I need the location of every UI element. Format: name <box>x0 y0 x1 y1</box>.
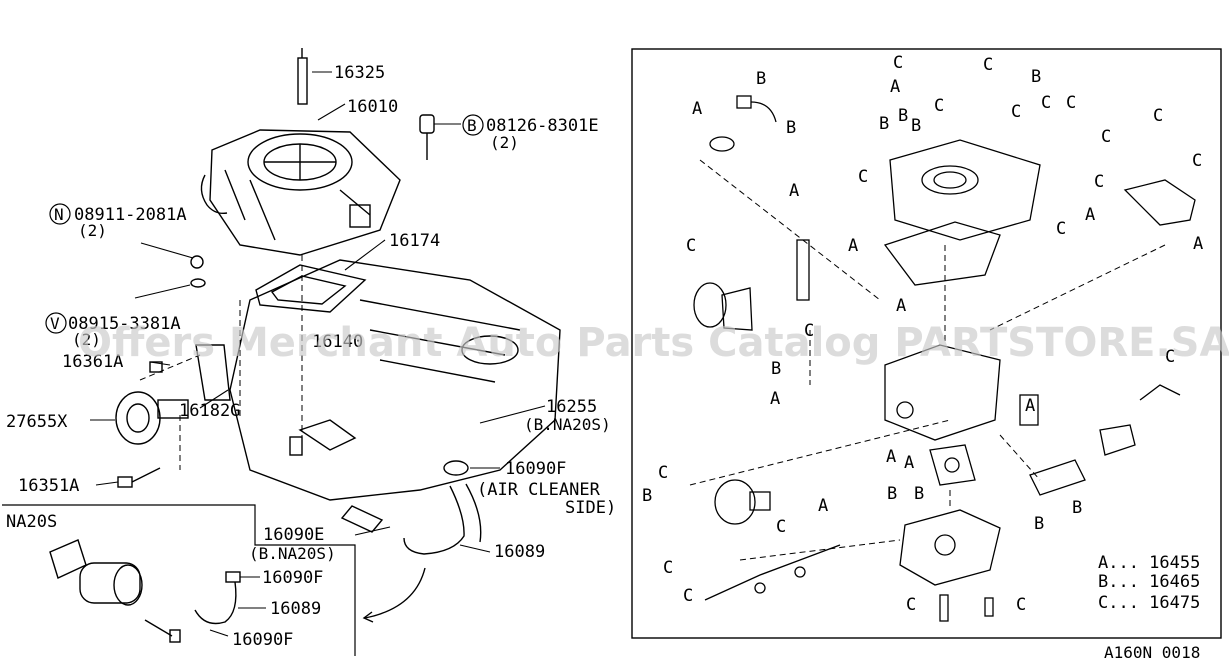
circle-letter-b: B <box>467 116 477 135</box>
callout-a: A <box>1025 396 1035 416</box>
inset-label-na20s: NA20S <box>6 512 57 532</box>
assembly-guide-lines <box>139 255 303 470</box>
callout-c: C <box>1041 93 1051 113</box>
callout-a: A <box>896 296 906 316</box>
callout-c: C <box>776 517 786 537</box>
na20s-inset-frame <box>2 504 356 656</box>
label-air-cleaner-2: SIDE) <box>565 498 616 518</box>
label-16140: 16140 <box>312 332 363 352</box>
callout-b: B <box>1034 514 1044 534</box>
callout-a: A <box>886 447 896 467</box>
callout-c: C <box>934 96 944 116</box>
callout-c: C <box>686 236 696 256</box>
callout-c: C <box>1192 151 1202 171</box>
legend-a: A... 16455 <box>1098 553 1200 573</box>
callout-b: B <box>911 116 921 136</box>
label-16090e: 16090E <box>263 525 324 545</box>
callout-c: C <box>858 167 868 187</box>
callout-a: A <box>890 77 900 97</box>
label-16325: 16325 <box>334 63 385 83</box>
label-air-cleaner-1: (AIR CLEANER <box>477 480 601 500</box>
callout-c: C <box>1066 93 1076 113</box>
label-16090f: 16090F <box>505 459 566 479</box>
label-16182g: 16182G <box>179 401 240 421</box>
inset-label-16090f-a: 16090F <box>262 568 323 588</box>
carburetor-assembly-drawing <box>49 48 561 643</box>
inset-label-16089: 16089 <box>270 599 321 619</box>
callout-b: B <box>1072 498 1082 518</box>
callout-c: C <box>1153 106 1163 126</box>
callout-c: C <box>1016 595 1026 615</box>
callout-c: C <box>1094 172 1104 192</box>
callout-a: A <box>848 236 858 256</box>
callout-b: B <box>914 484 924 504</box>
label-16351a: 16351A <box>18 476 79 496</box>
callout-a: A <box>770 389 780 409</box>
callout-b: B <box>771 359 781 379</box>
label-08126-8301e: 08126-8301E <box>486 116 599 136</box>
label-08911-qty: (2) <box>78 221 107 240</box>
callout-a: A <box>904 453 914 473</box>
label-08915-qty: (2) <box>72 330 101 349</box>
callout-letters: A A A A A A A A A A A A B B B B B B B B … <box>642 53 1203 615</box>
label-08915-3381a: 08915-3381A <box>68 314 181 334</box>
label-27655x: 27655X <box>6 412 68 432</box>
callout-a: A <box>692 99 702 119</box>
callout-a: A <box>1085 205 1095 225</box>
callout-c: C <box>1165 347 1175 367</box>
callout-b: B <box>786 118 796 138</box>
label-16010: 16010 <box>347 97 398 117</box>
callout-a: A <box>1193 234 1203 254</box>
label-16255-note: (B.NA20S) <box>524 415 611 434</box>
callout-b: B <box>642 486 652 506</box>
callout-c: C <box>683 586 693 606</box>
callout-c: C <box>906 595 916 615</box>
exploded-view-panel <box>631 48 1222 639</box>
legend-b: B... 16465 <box>1098 572 1200 592</box>
label-16089: 16089 <box>494 542 545 562</box>
callout-c: C <box>1056 219 1066 239</box>
callout-b: B <box>898 106 908 126</box>
callout-c: C <box>658 463 668 483</box>
callout-c: C <box>804 321 814 341</box>
callout-c: C <box>1011 102 1021 122</box>
callout-b: B <box>887 484 897 504</box>
label-08911-2081a: 08911-2081A <box>74 205 187 225</box>
callout-c: C <box>983 55 993 75</box>
circle-marker-v: V <box>45 312 67 334</box>
label-16361a: 16361A <box>62 352 123 372</box>
exploded-guide-lines <box>689 159 1166 561</box>
exploded-carburetor-parts <box>693 95 1196 622</box>
circle-letter-n: N <box>54 205 64 224</box>
circle-letter-v: V <box>50 314 60 333</box>
callout-a: A <box>818 496 828 516</box>
callout-c: C <box>893 53 903 73</box>
callout-b: B <box>1031 67 1041 87</box>
inset-label-16090f-b: 16090F <box>232 630 293 650</box>
legend-c: C... 16475 <box>1098 593 1200 613</box>
figure-id: A160N 0018 <box>1104 643 1200 662</box>
callout-b: B <box>756 69 766 89</box>
label-08126-qty: (2) <box>490 133 519 152</box>
label-16255: 16255 <box>546 397 597 417</box>
label-16090e-note: (B.NA20S) <box>249 544 336 563</box>
callout-a: A <box>789 181 799 201</box>
label-16174: 16174 <box>389 231 440 251</box>
callout-b: B <box>879 114 889 134</box>
watermark-text: Offers Merchant Auto Parts Catalog PARTS… <box>78 320 1229 366</box>
left-leader-lines <box>90 71 546 637</box>
circle-marker-b: B <box>462 114 484 136</box>
circle-marker-n: N <box>49 203 71 225</box>
callout-c: C <box>663 558 673 578</box>
callout-c: C <box>1101 127 1111 147</box>
